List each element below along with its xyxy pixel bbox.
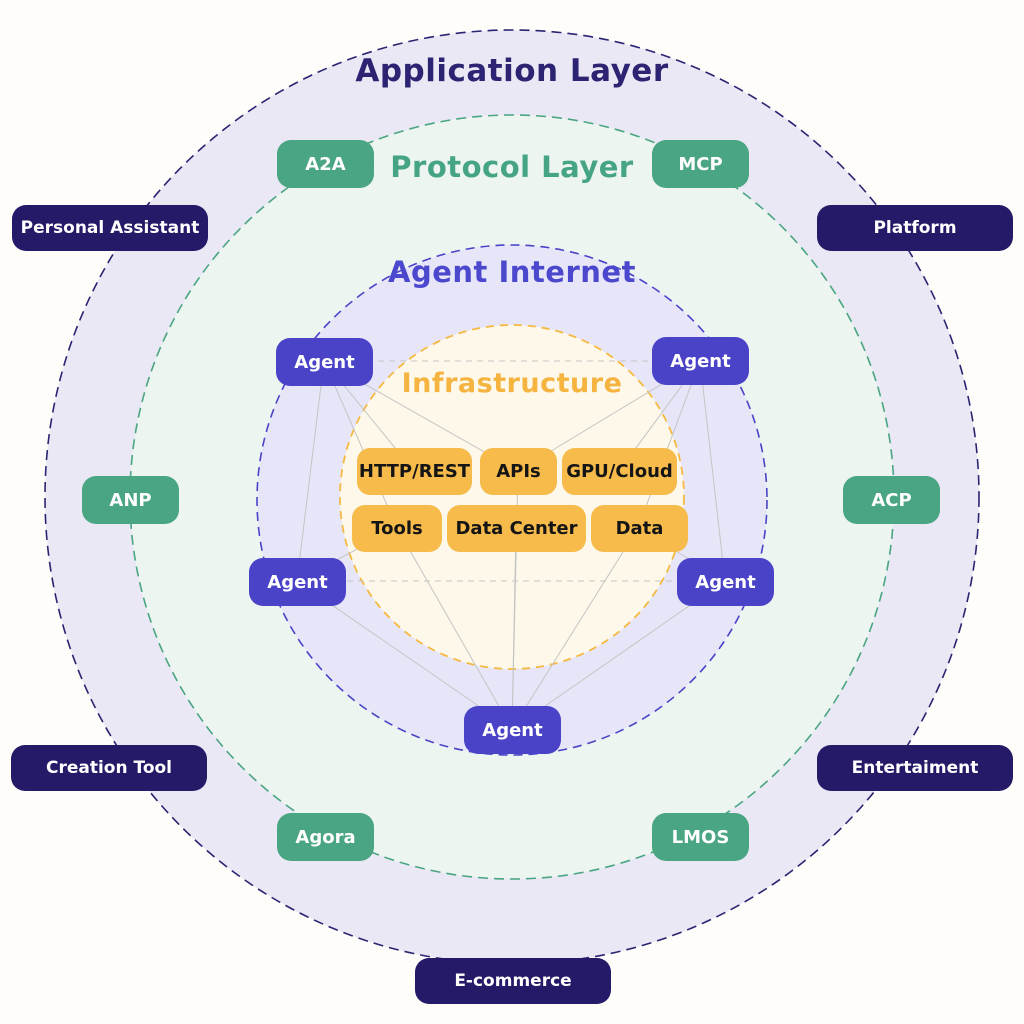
protocol-layer-title: Protocol Layer — [390, 150, 634, 184]
agent-node-top-right: Agent — [652, 337, 749, 385]
agent-node-mid-right: Agent — [677, 558, 774, 606]
agent-node-mid-left: Agent — [249, 558, 346, 606]
infrastructure-title: Infrastructure — [401, 368, 623, 399]
protocol-item-mcp: MCP — [652, 140, 749, 188]
protocol-item-a2a: A2A — [277, 140, 374, 188]
agent-internet-title: Agent Internet — [388, 255, 636, 289]
infra-item-data: Data — [591, 505, 688, 552]
infra-item-data-center: Data Center — [447, 505, 586, 552]
protocol-item-anp: ANP — [82, 476, 179, 524]
application-item-entertaiment: Entertaiment — [817, 745, 1013, 791]
infra-item-gpu-cloud: GPU/Cloud — [562, 448, 677, 495]
application-item-platform: Platform — [817, 205, 1013, 251]
infra-item-apis: APIs — [480, 448, 557, 495]
application-item-personal-assistant: Personal Assistant — [12, 205, 208, 251]
agent-node-bottom: Agent — [464, 706, 561, 754]
agent-node-top-left: Agent — [276, 338, 373, 386]
application-layer-title: Application Layer — [355, 53, 669, 89]
application-item-creation-tool: Creation Tool — [11, 745, 207, 791]
infra-item-http-rest: HTTP/REST — [357, 448, 472, 495]
agent-network-lines — [270, 360, 752, 730]
protocol-item-agora: Agora — [277, 813, 374, 861]
infra-item-tools: Tools — [352, 505, 442, 552]
application-item-ecommerce: E-commerce — [415, 958, 611, 1004]
protocol-item-acp: ACP — [843, 476, 940, 524]
protocol-item-lmos: LMOS — [652, 813, 749, 861]
infrastructure-circle — [339, 324, 685, 670]
